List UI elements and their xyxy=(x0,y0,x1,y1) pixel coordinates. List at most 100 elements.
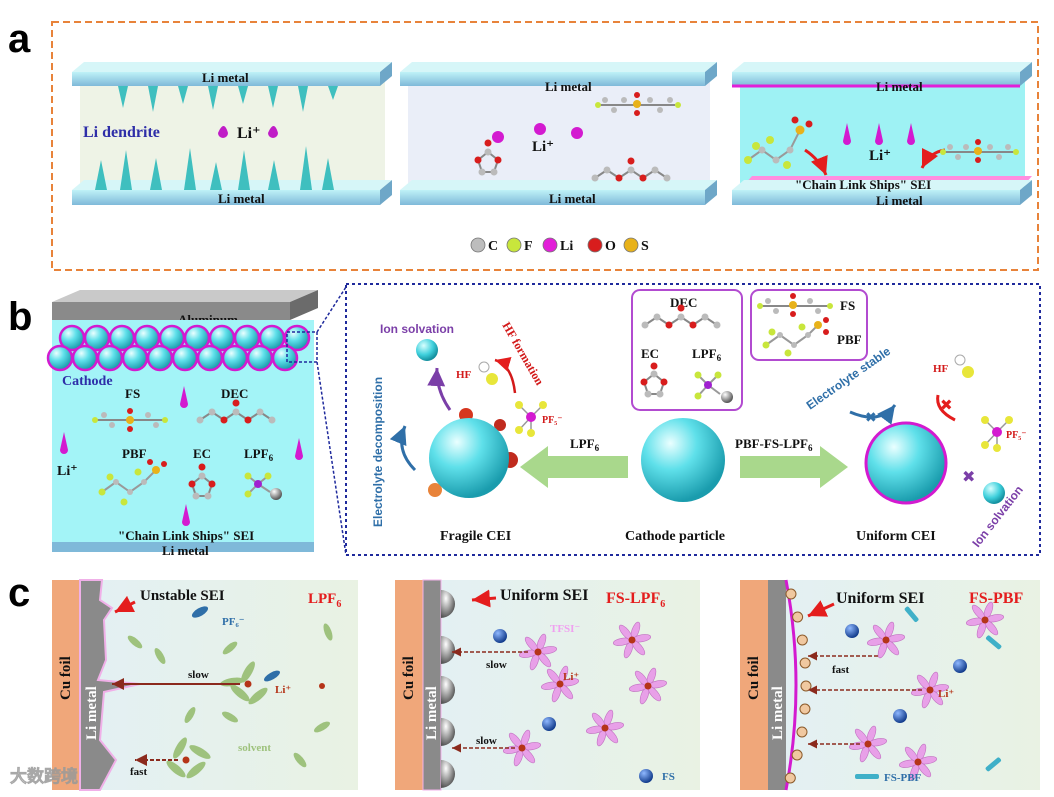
li-ion-drop xyxy=(907,123,915,145)
pf5-molecule-right xyxy=(981,416,1013,452)
decomposition-label: Electrolyte decomposition xyxy=(371,377,385,527)
left-dec-molecule xyxy=(196,399,276,424)
li-ion-drop xyxy=(295,438,303,460)
sub2-title: Uniform SEI xyxy=(500,587,588,604)
li-ion-drop xyxy=(182,504,190,526)
sub3-li-label: Li metal xyxy=(770,686,786,740)
sub2-cu-label: Cu foil xyxy=(401,656,417,700)
box1-lpf6-label: LPF6 xyxy=(692,346,722,363)
sub3-fspbf-label: FS-PBF xyxy=(884,772,922,784)
panel-c-letter: c xyxy=(8,571,30,615)
cathode-particle xyxy=(641,418,725,502)
sub2-ion-label: Li⁺ xyxy=(563,671,579,683)
dendrites-top xyxy=(118,86,338,112)
sub1-fast-label: fast xyxy=(130,766,147,778)
pf5-left-label: PF₅⁻ xyxy=(542,415,563,426)
pf5-molecule-left xyxy=(515,401,547,437)
left-dec-label: DEC xyxy=(221,386,248,401)
hf-molecule-left xyxy=(478,361,498,385)
solvation-flowers xyxy=(502,621,668,767)
legend-label-o: O xyxy=(605,239,616,254)
block-mark: ✖ xyxy=(962,469,975,486)
lpf6-arrow xyxy=(520,446,628,488)
sub1-title: Unstable SEI xyxy=(140,588,225,604)
left-pbf-label: PBF xyxy=(122,446,147,461)
solvent-molecules xyxy=(127,623,333,768)
cell2-ion: Li⁺ xyxy=(532,139,554,155)
cell3-ion: Li⁺ xyxy=(869,148,891,164)
cathode-particle-label: Cathode particle xyxy=(625,529,725,544)
legend-label-f: F xyxy=(524,239,533,254)
li-ion-drop xyxy=(218,126,228,138)
li-ion-drop xyxy=(60,432,68,454)
box1-lpf6-molecule xyxy=(694,371,733,403)
box2-fs-molecule xyxy=(757,293,833,317)
cathode-particles xyxy=(46,324,311,372)
sub3-tag: FS-PBF xyxy=(969,590,1023,607)
cell3-bottom-label: Li metal xyxy=(876,193,923,208)
solvated-ion xyxy=(416,339,438,361)
cathode-label: Cathode xyxy=(62,374,113,389)
sub3-fast-label: fast xyxy=(832,664,849,676)
li-ion-drop xyxy=(268,126,278,138)
solvation-arrow xyxy=(427,367,452,411)
left-fs-label: FS xyxy=(125,386,140,401)
cell3-top-label: Li metal xyxy=(876,79,923,94)
fs-molecule xyxy=(595,92,681,116)
left-ec-label: EC xyxy=(193,446,211,461)
sei-hemispheres xyxy=(441,590,455,788)
left-lpf6-molecule xyxy=(244,472,282,500)
dendrites-bottom xyxy=(95,146,334,190)
left-sei-label: "Chain Link Ships" SEI xyxy=(118,528,254,543)
hf-block-mark: ✖ xyxy=(940,397,953,414)
left-lpf6-label: LPF6 xyxy=(244,446,274,463)
box1-ec-molecule xyxy=(640,362,668,398)
reaction-arrow xyxy=(804,148,828,176)
fs-molecule xyxy=(940,139,1019,163)
sub1-pf6-label: PF₆⁻ xyxy=(222,616,245,628)
hf-right-label: HF xyxy=(933,363,949,375)
lpf6-arrow-label: LPF6 xyxy=(570,436,600,453)
sub1-ion-label: Li⁺ xyxy=(275,684,291,696)
sub2-slow1-label: slow xyxy=(486,659,507,671)
decomposition-arrow xyxy=(389,425,417,472)
sub2-li-label: Li metal xyxy=(424,686,440,740)
li-ion xyxy=(571,127,583,139)
solvation-shell-1 xyxy=(220,661,280,705)
box2-pbf-molecule xyxy=(762,317,829,357)
fragile-cei-particle xyxy=(428,408,518,498)
left-ec-molecule xyxy=(188,463,216,500)
box2-fs-label: FS xyxy=(840,298,855,313)
hf-molecule-right xyxy=(954,354,974,378)
solvated-ion-right xyxy=(983,482,1005,504)
solvent-box xyxy=(631,289,743,411)
legend-label-s: S xyxy=(641,239,649,254)
cell-3: Li metal Li metal "Chain Link Ships" SEI… xyxy=(732,62,1032,208)
legend-label-c: C xyxy=(488,239,498,254)
cell2-top-label: Li metal xyxy=(545,79,592,94)
box1-ec-label: EC xyxy=(641,346,659,361)
legend-swatch-f xyxy=(506,237,522,253)
box2-pbf-label: PBF xyxy=(837,332,862,347)
sub1-tag: LPF6 xyxy=(308,591,341,610)
left-ion-label: Li⁺ xyxy=(57,464,78,479)
pbf-fs-lpf6-arrow-label: PBF-FS-LPF6 xyxy=(735,436,813,453)
panel-c-sub3: Cu foil Li metal Uniform SEI FS-PBF fast… xyxy=(740,579,1040,791)
box1-dec-label: DEC xyxy=(670,295,697,310)
sub3-title: Uniform SEI xyxy=(836,590,924,607)
sub1-li-label: Li metal xyxy=(84,686,100,740)
panel-a-frame xyxy=(51,21,1039,271)
panel-b-letter: b xyxy=(8,295,32,339)
zoom-box xyxy=(286,331,318,363)
sub2-slow2-label: slow xyxy=(476,735,497,747)
li-ion-drop xyxy=(843,123,851,145)
legend-swatch-c xyxy=(470,237,486,253)
additive-box xyxy=(750,289,868,361)
sub3-cu-label: Cu foil xyxy=(746,656,762,700)
panel-b-right: Ion solvation Electrolyte decomposition … xyxy=(371,289,1027,550)
ec-molecule xyxy=(474,139,502,176)
stable-arrow xyxy=(849,404,897,425)
li-ion xyxy=(534,123,546,135)
panel-b-left-cell: Aluminum Cathode FS DEC PBF EC LPF6 Li⁺ xyxy=(46,286,347,558)
